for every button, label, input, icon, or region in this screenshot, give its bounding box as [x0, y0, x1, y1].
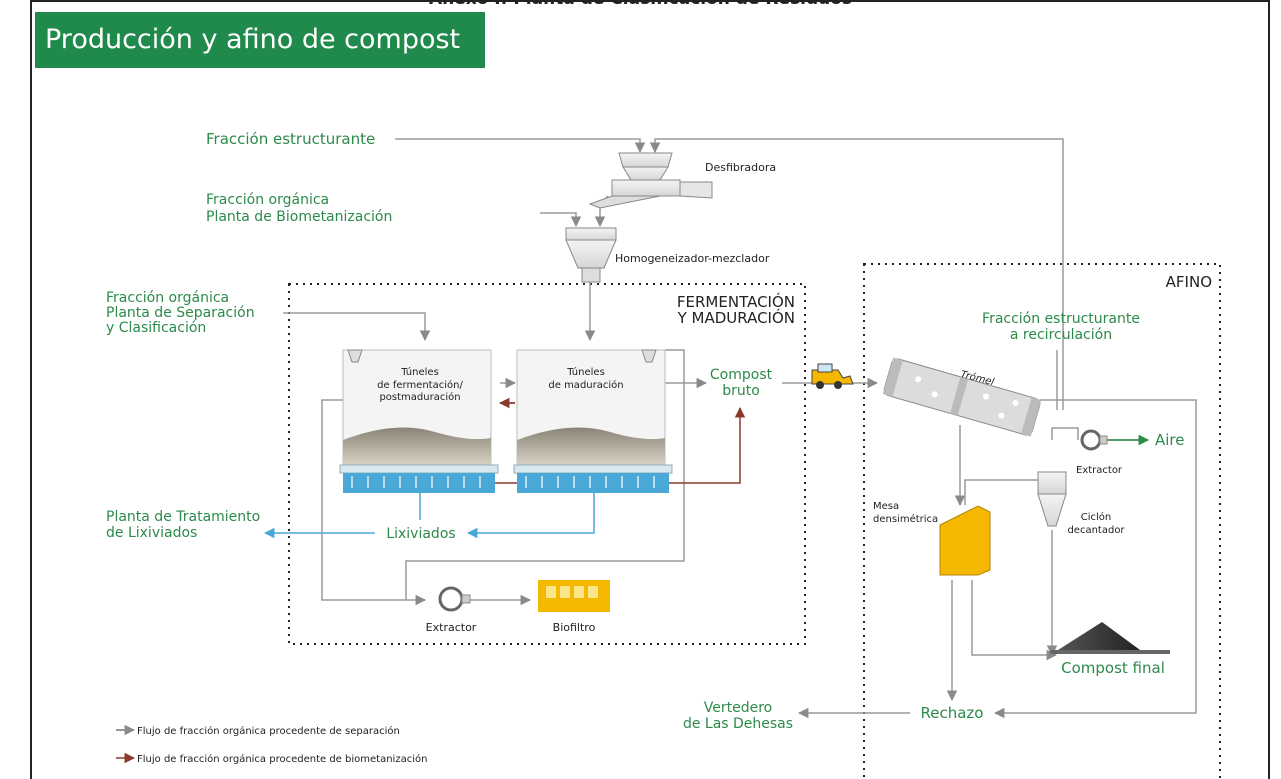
label-frac-recirc-2: a recirculación	[1010, 327, 1112, 343]
afino-zone	[863, 263, 1221, 779]
loader-truck	[811, 363, 854, 389]
label-biofiltro: Biofiltro	[553, 621, 596, 634]
label-compost-bruto-1: Compost	[710, 367, 773, 383]
tunel-maduracion	[513, 349, 673, 493]
label-vertedero-2: de Las Dehesas	[683, 716, 793, 732]
label-tunel-ferm-1: Túneles	[400, 366, 439, 378]
label-mesa-1: Mesa	[873, 501, 899, 512]
label-homogeneizador: Homogeneizador-mezclador	[615, 252, 770, 265]
label-tunel-mad-2: de maduración	[548, 379, 623, 391]
label-compost-final: Compost final	[1061, 659, 1165, 677]
label-desfibradora: Desfibradora	[705, 161, 776, 174]
legend-label-separacion: Flujo de fracción orgánica procedente de…	[137, 725, 400, 737]
legend-label-biometanizacion: Flujo de fracción orgánica procedente de…	[137, 753, 427, 765]
label-tunel-ferm-3: postmaduración	[379, 391, 460, 403]
label-lixiviados: Lixiviados	[386, 526, 455, 542]
homogeneizador	[565, 227, 617, 283]
label-fo-sep-2: Planta de Separación	[106, 305, 255, 321]
label-fermentacion-2: Y MADURACIÓN	[677, 308, 795, 327]
label-extractor-1: Extractor	[426, 621, 477, 634]
label-vertedero-1: Vertedero	[704, 700, 772, 716]
label-compost-bruto-2: bruto	[722, 383, 760, 399]
label-aire: Aire	[1155, 431, 1185, 449]
label-planta-lix-1: Planta de Tratamiento	[106, 509, 260, 525]
label-planta-lix-2: de Lixiviados	[106, 525, 197, 541]
label-fo-sep-3: y Clasificación	[106, 320, 206, 336]
label-afino: AFINO	[1166, 273, 1212, 291]
label-fo-biomet-1: Fracción orgánica	[206, 192, 329, 208]
compost-final-pile	[1050, 622, 1170, 654]
ciclon	[1037, 471, 1067, 527]
label-tunel-ferm-2: de fermentación/	[377, 379, 463, 391]
diagram-frame	[30, 0, 1270, 779]
tunel-fermentacion	[339, 349, 499, 493]
label-frac-recirc-1: Fracción estructurante	[982, 311, 1140, 327]
blue-flows	[263, 493, 595, 539]
label-extractor-2: Extractor	[1076, 465, 1123, 476]
mesa-densimetrica	[939, 505, 991, 576]
legend: Flujo de fracción orgánica procedente de…	[116, 724, 427, 765]
label-fermentacion-1: FERMENTACIÓN	[677, 292, 795, 311]
label-fo-sep-1: Fracción orgánica	[106, 290, 229, 306]
fermentacion-zone	[288, 283, 806, 645]
top-caption: Anexo I: Planta de Clasificación de Resi…	[0, 0, 1281, 9]
extractor-2	[1080, 429, 1108, 451]
label-fraccion-estructurante: Fracción estructurante	[206, 130, 375, 148]
desfibradora	[588, 152, 713, 209]
page-title: Producción y afino de compost	[35, 12, 485, 68]
label-rechazo: Rechazo	[921, 704, 984, 722]
air-jets	[351, 476, 655, 488]
biofiltro	[538, 580, 610, 612]
label-ciclon-2: decantador	[1067, 525, 1125, 536]
label-mesa-2: densimétrica	[873, 513, 938, 525]
label-ciclon-1: Ciclón	[1081, 511, 1112, 523]
tromel	[882, 357, 1042, 437]
label-fo-biomet-2: Planta de Biometanización	[206, 209, 392, 225]
extractor-1	[438, 586, 471, 612]
label-tunel-mad-1: Túneles	[566, 366, 605, 378]
